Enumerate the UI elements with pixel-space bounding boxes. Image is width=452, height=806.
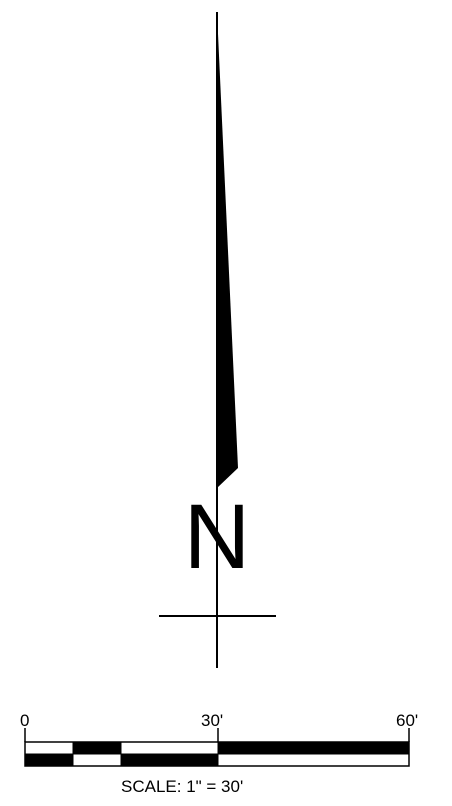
scale-tick-label-0: 0 (20, 711, 30, 730)
scale-segment-bottom-4 (217, 753, 410, 767)
north-letter: N (183, 486, 251, 588)
scale-segment-bottom-1 (24, 753, 74, 767)
scale-segment-top-1 (24, 741, 74, 755)
scale-bar-frame (24, 741, 410, 767)
scale-segment-top-4 (217, 741, 410, 755)
scale-segment-top-2 (72, 741, 122, 755)
north-arrow-icon (159, 12, 276, 668)
north-arrow-half-head (217, 12, 238, 488)
scale-segment-bottom-2 (72, 753, 122, 767)
scale-tick-label-60: 60' (396, 711, 419, 730)
scale-caption: SCALE: 1" = 30' (121, 777, 244, 796)
scale-segment-top-3 (120, 741, 219, 755)
scale-segment-bottom-3 (120, 753, 219, 767)
scale-tick-label-30: 30' (201, 711, 224, 730)
scale-bar (24, 728, 410, 767)
